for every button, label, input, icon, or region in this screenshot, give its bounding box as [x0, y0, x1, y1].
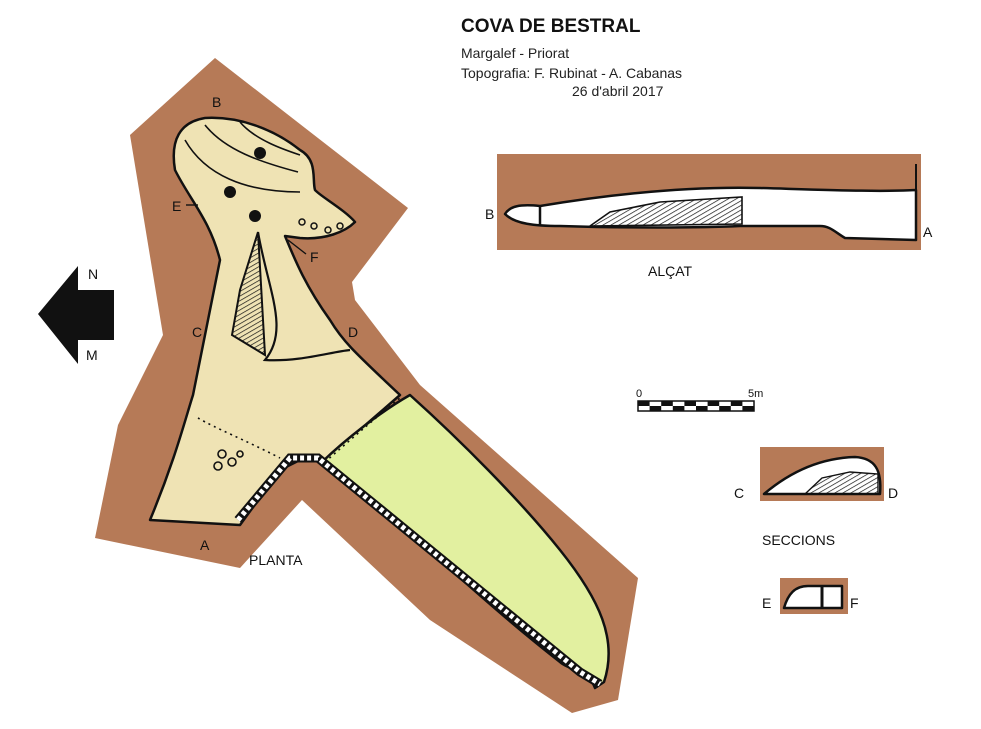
- plan-contour-1: [204, 124, 299, 173]
- section-cd-hatch: [803, 471, 879, 495]
- north-label: N: [88, 266, 98, 282]
- scale-seg: [719, 406, 731, 411]
- south-label: M: [86, 347, 98, 363]
- boulder: [217, 449, 227, 459]
- scale-seg: [742, 406, 754, 411]
- plan-contour-2: [184, 139, 301, 193]
- plan-point-b: B: [212, 94, 221, 110]
- section-line-ef-2: [287, 239, 307, 255]
- map-title: COVA DE BESTRAL: [461, 16, 641, 37]
- map-header: COVA DE BESTRAL Margalef - Priorat Topog…: [461, 16, 682, 99]
- section-point-d: D: [888, 485, 898, 501]
- elevation-caption: ALÇAT: [648, 263, 693, 279]
- scale-seg: [684, 401, 696, 406]
- elevation-slope-hatch: [587, 196, 743, 227]
- plan-step-line-2: [324, 397, 401, 463]
- section-point-f: F: [850, 595, 859, 611]
- section-ef: E F: [762, 578, 859, 614]
- scale-seg: [730, 401, 743, 406]
- section-point-e: E: [762, 595, 771, 611]
- scale-start-label: 0: [636, 388, 642, 400]
- map-date: 26 d'abril 2017: [572, 83, 664, 99]
- boulder: [254, 147, 266, 159]
- section-point-c: C: [734, 485, 744, 501]
- scale-seg: [638, 401, 650, 406]
- plan-view: B E F C D A PLANTA: [95, 58, 638, 713]
- boulder: [336, 222, 344, 230]
- plan-point-d: D: [348, 324, 358, 340]
- elevation-point-b: B: [485, 206, 494, 222]
- boulder: [324, 226, 332, 234]
- scale-seg: [649, 406, 662, 411]
- section-cd: C D: [734, 447, 898, 501]
- plan-point-c: C: [192, 324, 202, 340]
- sections-caption: SECCIONS: [762, 532, 835, 548]
- scale-seg: [672, 406, 685, 411]
- boulder: [224, 186, 236, 198]
- plan-step-line: [197, 417, 281, 459]
- boulder: [213, 461, 223, 471]
- map-survey-credits: Topografia: F. Rubinat - A. Cabanas: [461, 65, 682, 81]
- scale-seg: [696, 406, 708, 411]
- plan-block-wall-inner: [236, 455, 602, 687]
- north-arrow: N M: [38, 266, 114, 364]
- scale-seg: [661, 401, 673, 406]
- plan-cave-floor: [148, 116, 402, 527]
- plan-contour-3: [239, 121, 301, 156]
- elevation-point-a: A: [923, 224, 933, 240]
- boulder: [310, 222, 318, 230]
- plan-slope-hatch: [230, 231, 267, 357]
- north-arrow-icon: [38, 266, 114, 364]
- scale-end-label: 5m: [748, 388, 763, 400]
- scale-bar: 0 5m: [636, 388, 763, 412]
- boulder: [227, 457, 237, 467]
- plan-point-f: F: [310, 249, 319, 265]
- scale-seg: [707, 401, 720, 406]
- plan-point-e: E: [172, 198, 181, 214]
- boulder: [236, 450, 244, 458]
- boulder: [249, 210, 261, 222]
- boulder: [298, 218, 306, 226]
- plan-slope-edge: [256, 231, 351, 362]
- plan-point-a: A: [200, 537, 210, 553]
- map-location: Margalef - Priorat: [461, 45, 569, 61]
- section-ef-cave: [782, 584, 844, 610]
- elevation-view: B A ALÇAT: [485, 154, 933, 279]
- plan-caption: PLANTA: [249, 552, 303, 568]
